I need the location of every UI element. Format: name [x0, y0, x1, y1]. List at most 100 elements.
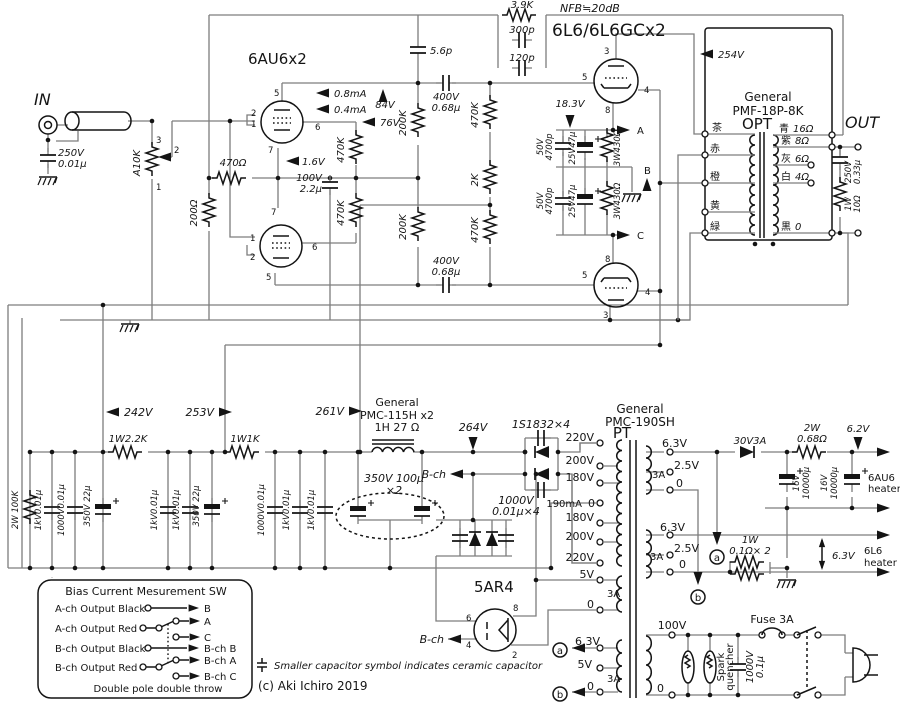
pt-mains-0: 0 [657, 682, 664, 695]
opt-sec-16: 16Ω [793, 124, 814, 135]
au6t-pin6: 6 [315, 123, 320, 133]
n2-cap-u: 4700p [545, 187, 555, 214]
g1c2: 1000V0.01µ [57, 484, 67, 536]
n1-res: 3W430Ω [613, 129, 623, 166]
n1-ecap: 25V47µ [568, 131, 578, 164]
v242: 242V [124, 406, 154, 419]
ref-b-dst: b [695, 593, 701, 604]
bias-t-bchb: B-ch B [204, 644, 236, 655]
bias-t-c: C [204, 633, 211, 644]
r-200k-a: 200K [398, 109, 409, 136]
voltage-76: 76V [380, 118, 401, 129]
zobel-cap-u: 0.33µ [853, 159, 863, 184]
out-label: OUT [845, 113, 880, 132]
pt-aux-63: 6.3V [575, 635, 600, 648]
n2-ecap: 25V47µ [568, 184, 578, 217]
pt-5v-amp: 3A [607, 589, 620, 600]
cath-cap-value: 2.2µ [300, 184, 322, 195]
rect-pin8: 8 [513, 604, 518, 614]
input-cap-value: 0.01µ [58, 159, 87, 170]
tube-6au6-upper: 5 2 1 6 7 [251, 89, 320, 156]
opt-sec-8: 8Ω [795, 136, 809, 147]
opt-tap-brown: 茶 [712, 121, 722, 134]
rect-pin6: 6 [466, 614, 471, 624]
psu-dropping-resistors: 1W2.2K 1W1K [107, 434, 261, 459]
n2-cap-v: 50V [536, 192, 546, 210]
psu-rail-annotations: 242V 253V 261V 264V [106, 405, 489, 450]
g2c3: 350V 22µ [192, 485, 202, 527]
pt-h1-0: 0 [676, 477, 683, 490]
volume-pot: A10K 3 2 1 [132, 136, 179, 193]
bias-row-4: B-ch Output Red [55, 663, 137, 674]
bias-row-1: A-ch Output Black [55, 604, 145, 615]
grid-resistor-200: 200Ω [119, 192, 216, 333]
c-120p: 120p [509, 53, 534, 64]
v63-measure: 6.3V [832, 551, 856, 562]
cc-bot-v: 400V [433, 256, 460, 267]
au6t-pin5: 5 [274, 89, 279, 99]
r-1k: 1W1K [230, 434, 261, 445]
cmains-u: 0.1µ [755, 656, 766, 678]
au6b-pin5: 5 [266, 273, 271, 283]
pt-h1-63: 6.3V [662, 437, 687, 450]
heat-diode: 30V3A [734, 436, 767, 447]
snub-v: 1000V [498, 494, 535, 507]
r-200-label: 200Ω [189, 199, 200, 226]
filter-cap-can: 350V 100µ ×2 [335, 472, 445, 540]
l6b-pin3: 3 [603, 311, 608, 321]
l6b-pin5: 5 [582, 271, 587, 281]
zobel-res-v: 10Ω [853, 195, 863, 213]
pt-hv-180b: 180V [565, 511, 594, 524]
cheat1-u: 10000µ [802, 466, 812, 499]
pt-5v-0: 0 [587, 598, 594, 611]
pt-hv-180a: 180V [565, 471, 594, 484]
voltage-84: 84V [375, 100, 396, 111]
tube-6au6-lower: 7 1 2 6 5 [250, 208, 317, 283]
bias-t-bchc: B-ch C [204, 672, 236, 683]
bias-row-2: A-ch Output Red [55, 624, 137, 635]
r-470k-a: 470K [336, 136, 347, 163]
pt-hv-220b: 220V [565, 551, 594, 564]
v261: 261V [315, 405, 345, 418]
cheat1-v: 16V [792, 474, 802, 492]
r-200k-b: 200K [398, 213, 409, 240]
opt-maker: General [744, 90, 791, 104]
r-2k: 2K [470, 172, 481, 186]
output-transformer: General PMF-18P-8K OPT 茶 赤 橙 黄 緑 青 16Ω 紫… [677, 27, 836, 320]
heat-res-v: 0.68Ω [797, 434, 827, 445]
driver-measurements: 0.8mA 0.4mA 84V 76V 1.6V [286, 88, 401, 168]
opt-sec-white: 白 [781, 170, 791, 183]
pt-h2-0: 0 [679, 558, 686, 571]
wiring [7, 14, 885, 696]
pt-hv-0: 0 [588, 497, 595, 510]
au6-heater-1: 6AU6 [868, 473, 895, 484]
cheat2-v: 16V [820, 474, 830, 492]
pot-pin1: 1 [156, 183, 161, 193]
psu-filter-bank: 2W 100K 1kV0.01µ 1000V0.01µ 350V 22µ 1kV… [11, 484, 334, 536]
spark-1: Spark [716, 652, 727, 681]
pt-hv-200b: 200V [565, 530, 594, 543]
r-2p2k: 1W2.2K [109, 434, 149, 445]
node-a-label: A [637, 126, 644, 137]
pt-h2-amp: 3A [650, 552, 663, 563]
ref-a-dst: a [714, 553, 720, 564]
opt-tap-yellow: 黄 [710, 199, 720, 212]
diode-type: 1S1832×4 [512, 418, 570, 431]
au6-heater-2: heater [868, 484, 900, 495]
pt-h1-amp: 3A [652, 470, 665, 481]
r-3p9k: 3.9K [511, 0, 535, 11]
g3c1: 1000V0.01µ [257, 484, 267, 536]
pt-name: PT [613, 424, 632, 442]
l6t-pin3: 3 [604, 47, 609, 57]
rectifier-diodes: 1S1832×4 1000V 0.01µ×4 B-ch [422, 418, 570, 549]
rect-tube-name: 5AR4 [474, 578, 514, 596]
heater-dc-supply: 30V3A 2W 0.68Ω 6.2V 16V 10000µ 16V 10000… [734, 423, 900, 589]
opt-sec-gray: 灰 [781, 152, 791, 165]
input-label: IN [34, 90, 51, 109]
g1c1: 1kV0.01µ [34, 489, 44, 530]
output-tube-name: 6L6/6L6GCx2 [552, 21, 666, 41]
coupling-caps: 400V 0.68µ 400V 0.68µ 5.6p [409, 39, 460, 294]
r-470k-c: 470K [470, 101, 481, 128]
